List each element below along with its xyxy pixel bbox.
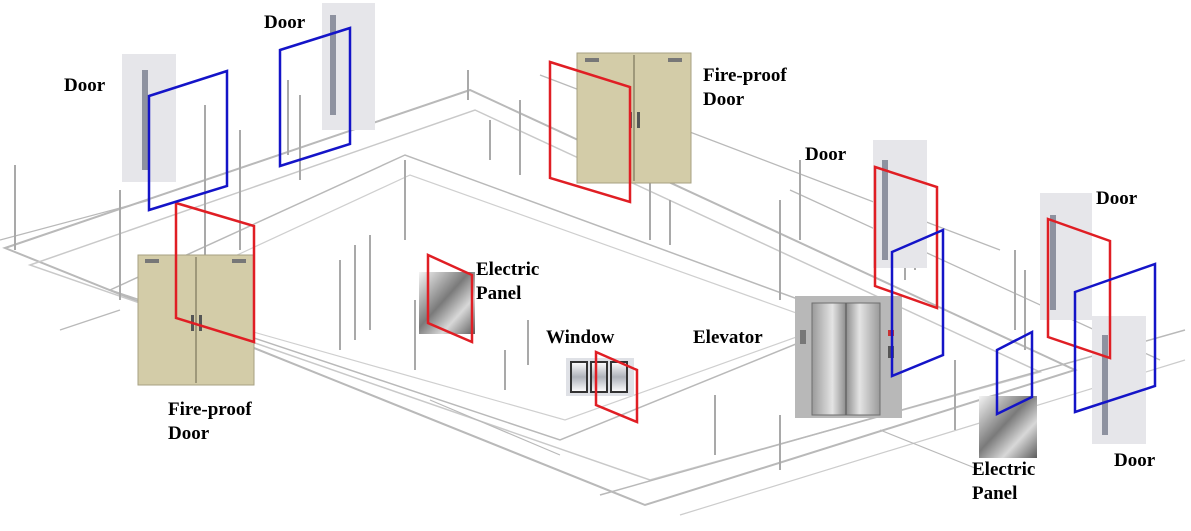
label-door-top-center: Door <box>264 12 306 33</box>
blue-frame-door-top-left <box>147 69 229 212</box>
red-frame-door-far-right <box>1046 217 1112 360</box>
label-electric-panel-right: Electric Panel <box>972 459 1036 504</box>
label-electric-panel-center: Electric Panel <box>476 259 540 304</box>
label-fireproof-door-bottom-left: Fire-proof Door <box>168 399 252 444</box>
blue-frame-door-right-center <box>890 228 945 378</box>
label-elevator: Elevator <box>693 327 763 348</box>
red-frames <box>174 60 1112 424</box>
red-frame-window <box>594 350 639 424</box>
blue-frames <box>147 26 1157 416</box>
label-door-top-left: Door <box>64 75 106 96</box>
electric-panel-right-image <box>979 396 1037 458</box>
red-frame-door-right-center <box>873 165 939 310</box>
red-frame-electric-panel <box>426 253 474 344</box>
fireproof-door-top-image <box>576 52 692 184</box>
label-door-far-right-top: Door <box>1096 188 1138 209</box>
fireproof-door-bottom-left-image <box>137 254 255 386</box>
door-photo-far-right-bottom <box>1092 316 1146 444</box>
blue-frame-electric-panel-right <box>995 329 1034 416</box>
blue-frame-door-far-right <box>1073 262 1157 414</box>
label-door-right-center: Door <box>805 144 847 165</box>
red-frame-fireproof-bottom <box>174 201 256 344</box>
label-window: Window <box>546 327 615 348</box>
label-door-far-right-bottom: Door <box>1114 450 1156 471</box>
blue-frame-door-top-center <box>278 26 352 168</box>
label-fireproof-door-top: Fire-proof Door <box>703 65 787 110</box>
elevator-image <box>795 296 902 418</box>
red-frame-fireproof-top <box>548 60 632 204</box>
door-photo-top-center <box>322 3 375 130</box>
